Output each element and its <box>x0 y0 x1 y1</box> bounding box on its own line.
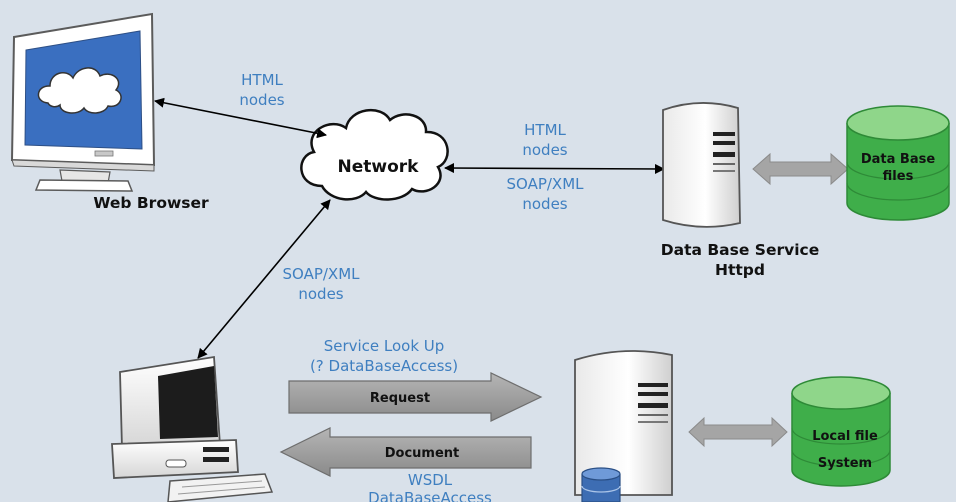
client-computer-icon <box>111 355 274 502</box>
local-file-system-cylinder-icon: Local file System <box>791 376 891 487</box>
wsdl-service-label: DataBaseAccess <box>368 489 492 502</box>
web-browser-label: Web Browser <box>93 194 209 212</box>
db-service-label: Data Base Service <box>661 241 819 259</box>
browser-network-link <box>154 97 327 139</box>
wsdl-label: WSDL <box>408 471 453 489</box>
document-arrow: Document <box>279 427 532 477</box>
local-file-sub-label: System <box>818 456 872 471</box>
db-files-double-arrow <box>752 152 849 186</box>
local-files-double-arrow <box>688 416 788 448</box>
client-soap-nodes-label: nodes <box>298 285 343 303</box>
browser-nodes-label: nodes <box>239 91 284 109</box>
web-browser-monitor-icon <box>10 12 156 192</box>
client-network-link <box>197 199 331 359</box>
network-server-link <box>444 163 665 174</box>
server-soap-nodes-label: nodes <box>522 195 567 213</box>
service-lookup-query-label: (? DataBaseAccess) <box>310 357 458 375</box>
service-lookup-label: Service Look Up <box>324 337 445 355</box>
network-cloud-icon: Network <box>300 108 449 201</box>
db-files-sub-label: files <box>883 169 914 184</box>
server-soap-label: SOAP/XML <box>507 175 585 193</box>
client-soap-label: SOAP/XML <box>283 265 361 283</box>
database-files-cylinder-icon: Data Base files <box>846 105 950 221</box>
server-html-nodes-label: nodes <box>522 141 567 159</box>
service-server-icon <box>574 350 673 502</box>
db-service-httpd-label: Httpd <box>715 261 765 279</box>
request-arrow: Request <box>288 372 543 422</box>
server-html-label: HTML <box>524 121 566 139</box>
database-icon <box>581 467 621 502</box>
db-files-label: Data Base <box>861 152 935 167</box>
document-label: Document <box>385 446 460 461</box>
network-label: Network <box>338 157 420 177</box>
browser-html-label: HTML <box>241 71 283 89</box>
cloud-icon <box>37 67 122 114</box>
request-label: Request <box>370 391 430 406</box>
database-server-icon <box>662 102 741 228</box>
local-file-label: Local file <box>812 429 878 444</box>
